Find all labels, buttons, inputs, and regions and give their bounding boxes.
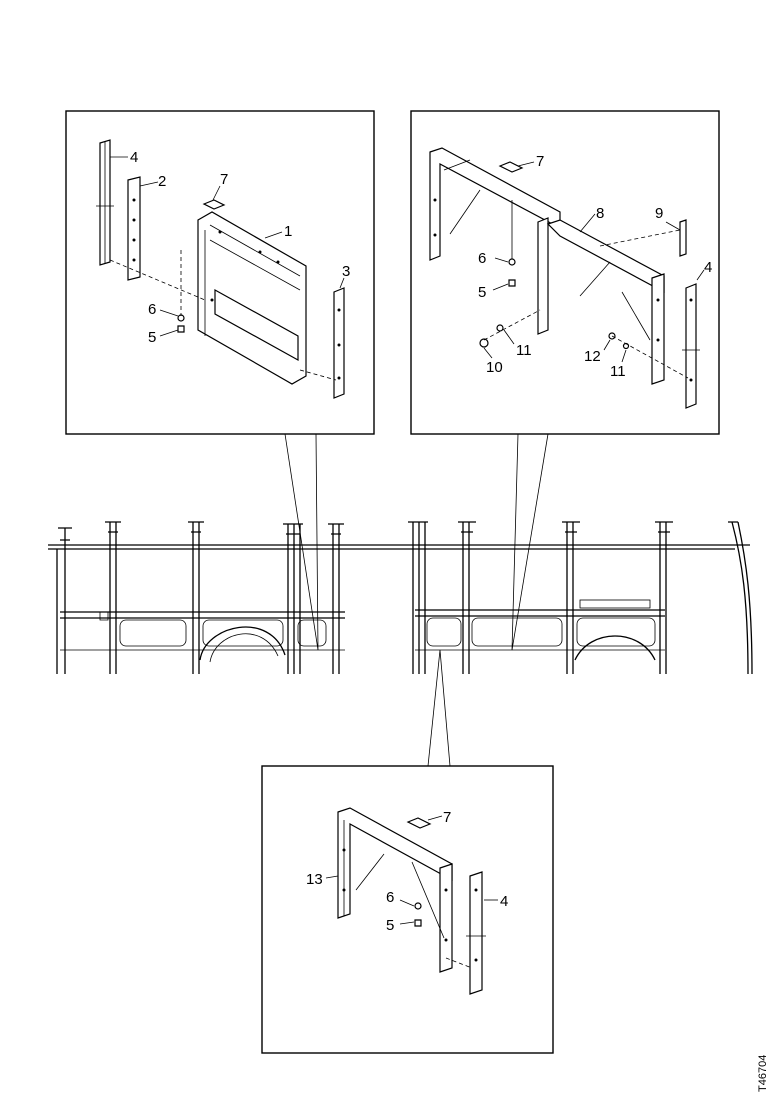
frame-posts-right (408, 521, 753, 675)
detail-bottom-callouts: 7 13 6 5 4 (306, 809, 508, 934)
callout-8: 8 (596, 205, 604, 222)
leader-lines (284, 433, 549, 767)
detail-top-left-callouts: 4 2 7 1 3 6 5 (130, 149, 350, 346)
detail-top-right-parts (429, 147, 705, 409)
detail-bottom-parts (325, 807, 498, 995)
callout-12: 12 (584, 348, 601, 365)
main-frame-overview (48, 521, 753, 675)
callout-4: 4 (130, 149, 138, 166)
callout-10: 10 (486, 359, 503, 376)
detail-panel-bottom (261, 765, 554, 1054)
callout-5: 5 (386, 917, 394, 934)
callout-6: 6 (478, 250, 486, 267)
callout-7: 7 (536, 153, 544, 170)
callout-9: 9 (655, 205, 663, 222)
callout-5: 5 (148, 329, 156, 346)
callout-4: 4 (704, 259, 712, 276)
callout-4: 4 (500, 893, 508, 910)
callout-3: 3 (342, 263, 350, 280)
detail-top-right-callouts: 7 8 9 6 5 4 11 10 12 11 (478, 153, 712, 380)
frame-inner-panels (68, 599, 656, 663)
frame-posts-left (56, 521, 344, 674)
callout-13: 13 (306, 871, 323, 888)
callout-7: 7 (443, 809, 451, 826)
callout-11: 11 (516, 342, 532, 359)
callout-5: 5 (478, 284, 486, 301)
callout-1: 1 (284, 223, 292, 240)
callout-6: 6 (148, 301, 156, 318)
detail-top-left-parts (96, 139, 345, 399)
figure-id: T46704 (757, 1055, 769, 1092)
callout-2: 2 (158, 173, 166, 190)
callout-6: 6 (386, 889, 394, 906)
callout-7: 7 (220, 171, 228, 188)
callout-11b: 11 (610, 363, 626, 380)
